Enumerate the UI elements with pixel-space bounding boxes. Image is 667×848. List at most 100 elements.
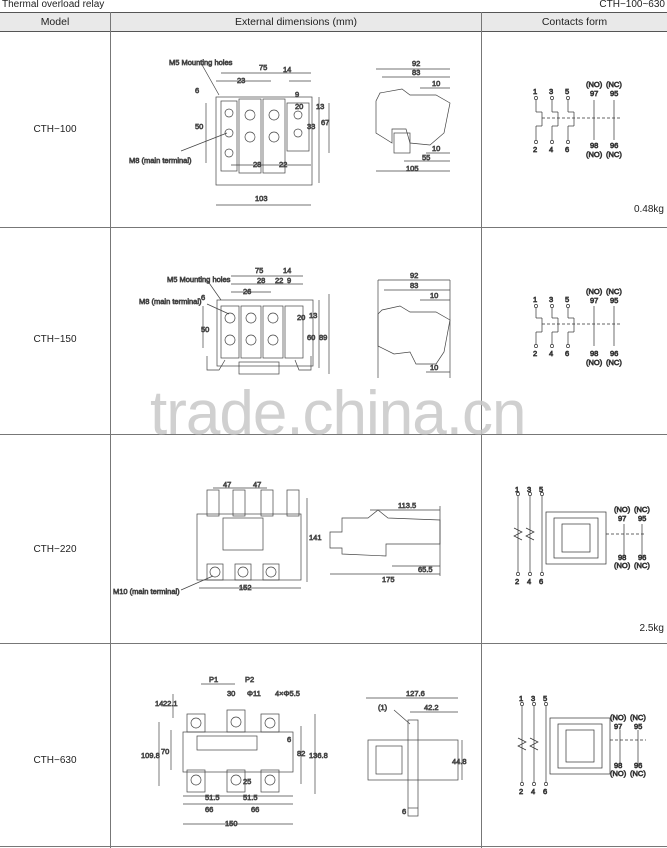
model-cth-630: CTH−630	[33, 755, 77, 766]
row-divider	[0, 846, 667, 847]
dim: 150	[225, 819, 238, 828]
side-drawing-cth-100: 92 83 10 10 55 105	[375, 59, 451, 173]
row-divider	[0, 227, 667, 228]
dim: 26	[243, 287, 251, 296]
contact-num: 6	[565, 349, 569, 358]
dim: 152	[239, 583, 252, 592]
dim: 23	[237, 76, 245, 85]
label-terminal: M10 (main terminal)	[113, 587, 180, 596]
dim: 83	[410, 281, 418, 290]
dim: 175	[382, 575, 395, 584]
contacts-cth-630: 1 3 5 2 4 6 (NO) (NC) 97 95 98 96 (NO) (…	[517, 694, 647, 796]
dim: 6	[201, 293, 205, 302]
model-cth-150: CTH−150	[33, 334, 77, 345]
label-terminal: M8 (main terminal)	[139, 297, 202, 306]
contacts-cth-150: 1 3 5 2 4 6 (NO) (NC) 97 95 98 96 (NO) (…	[533, 287, 623, 368]
contact-num: 95	[634, 722, 642, 731]
dim: 65.5	[418, 565, 433, 574]
series-label: CTH−100~630	[599, 0, 665, 10]
dim: 70	[161, 747, 169, 756]
contact-num: 2	[533, 349, 537, 358]
contact-num: 98	[590, 349, 598, 358]
dim: 22.1	[163, 699, 178, 708]
dim: 9	[287, 276, 291, 285]
page-title: Thermal overload relay	[2, 0, 105, 10]
contact-label: (NC)	[634, 505, 650, 514]
header-dimensions: External dimensions (mm)	[235, 16, 357, 28]
contact-num: 1	[533, 87, 537, 96]
contacts-cth-100: 1 3 5 2 4 6 (NO) (NC) 97 95 98 96 (NO) (…	[533, 80, 623, 160]
dim: 60	[307, 333, 315, 342]
dim: 13	[309, 311, 317, 320]
contact-num: 3	[531, 694, 535, 703]
contact-label: (NC)	[606, 80, 622, 89]
dim: 14	[283, 266, 291, 275]
table-header: Model External dimensions (mm) Contacts …	[0, 12, 667, 32]
label-holes: 4×Φ5.5	[275, 689, 300, 698]
column-divider	[481, 12, 482, 848]
contact-num: 6	[539, 577, 543, 586]
front-drawing-cth-630: P1 P2 Φ11 4×Φ5.5 14 22.1 30 109.8 70 6 8…	[141, 675, 328, 829]
contact-num: 1	[515, 485, 519, 494]
label-p2: P2	[245, 675, 254, 684]
dim: 28	[253, 160, 261, 169]
dim: 10	[430, 363, 438, 372]
front-drawing-cth-220: 47 47 141 152 M10 (main terminal)	[113, 480, 322, 597]
dim: 22	[275, 276, 283, 285]
dim: 14	[155, 699, 163, 708]
contact-label: (NO)	[586, 358, 603, 367]
header-contacts: Contacts form	[541, 16, 608, 28]
dim: 9	[295, 90, 299, 99]
dim: 113.5	[398, 501, 416, 510]
dim: 83	[412, 68, 420, 77]
contact-num: 4	[527, 577, 531, 586]
contact-num: 5	[565, 87, 569, 96]
contact-num: 97	[614, 722, 622, 731]
side-drawing-cth-630: 127.6 (1) 42.2 44.8 6	[366, 689, 467, 817]
contact-label: (NO)	[614, 505, 631, 514]
contact-label: (NC)	[630, 713, 646, 722]
dim: 89	[319, 333, 327, 342]
dim: 55	[422, 153, 430, 162]
dim: 50	[201, 325, 209, 334]
dim: 66	[205, 805, 213, 814]
front-drawing-cth-150: M5 Mounting holes M8 (main terminal) 75 …	[139, 266, 330, 375]
dim: 6	[287, 735, 291, 744]
model-cth-220: CTH−220	[33, 544, 77, 555]
weight-cth-100: 0.48kg	[633, 204, 664, 215]
contact-num: 4	[549, 145, 553, 154]
contact-num: 98	[618, 553, 626, 562]
contacts-cth-220: 1 3 5 2 4 6 (NO) (NC) 97 95 98 96 (NO) (…	[513, 485, 651, 586]
contact-num: 5	[543, 694, 547, 703]
dim: 47	[223, 480, 231, 489]
contact-label: (NC)	[634, 561, 650, 570]
row-divider	[0, 643, 667, 644]
contact-num: 96	[610, 141, 618, 150]
contact-label: (NO)	[586, 287, 603, 296]
contact-num: 95	[610, 89, 618, 98]
contact-num: 2	[519, 787, 523, 796]
dim: 10	[432, 79, 440, 88]
contact-label: (NO)	[610, 713, 627, 722]
dim: 75	[255, 266, 263, 275]
dim: 103	[255, 194, 268, 203]
front-drawing-cth-100: M5 Mounting holes M8 (main terminal) 75 …	[129, 58, 330, 206]
dim: 136.8	[309, 751, 328, 760]
watermark: trade.china.cn	[150, 379, 526, 448]
dim: 13	[316, 102, 324, 111]
dim: 66	[251, 805, 259, 814]
weight-cth-220: 2.5kg	[639, 623, 664, 634]
contact-label: (NC)	[630, 769, 646, 778]
dim: 22	[279, 160, 287, 169]
contact-num: 6	[565, 145, 569, 154]
contact-num: 1	[533, 295, 537, 304]
contact-label: (NC)	[606, 358, 622, 367]
dim: 25	[243, 777, 251, 786]
dim: 67	[321, 118, 329, 127]
label-terminal: M8 (main terminal)	[129, 156, 192, 165]
contact-num: 97	[618, 514, 626, 523]
label-p1: P1	[209, 675, 218, 684]
contact-num: 2	[533, 145, 537, 154]
contact-label: (NO)	[586, 150, 603, 159]
dim: 105	[406, 164, 419, 173]
